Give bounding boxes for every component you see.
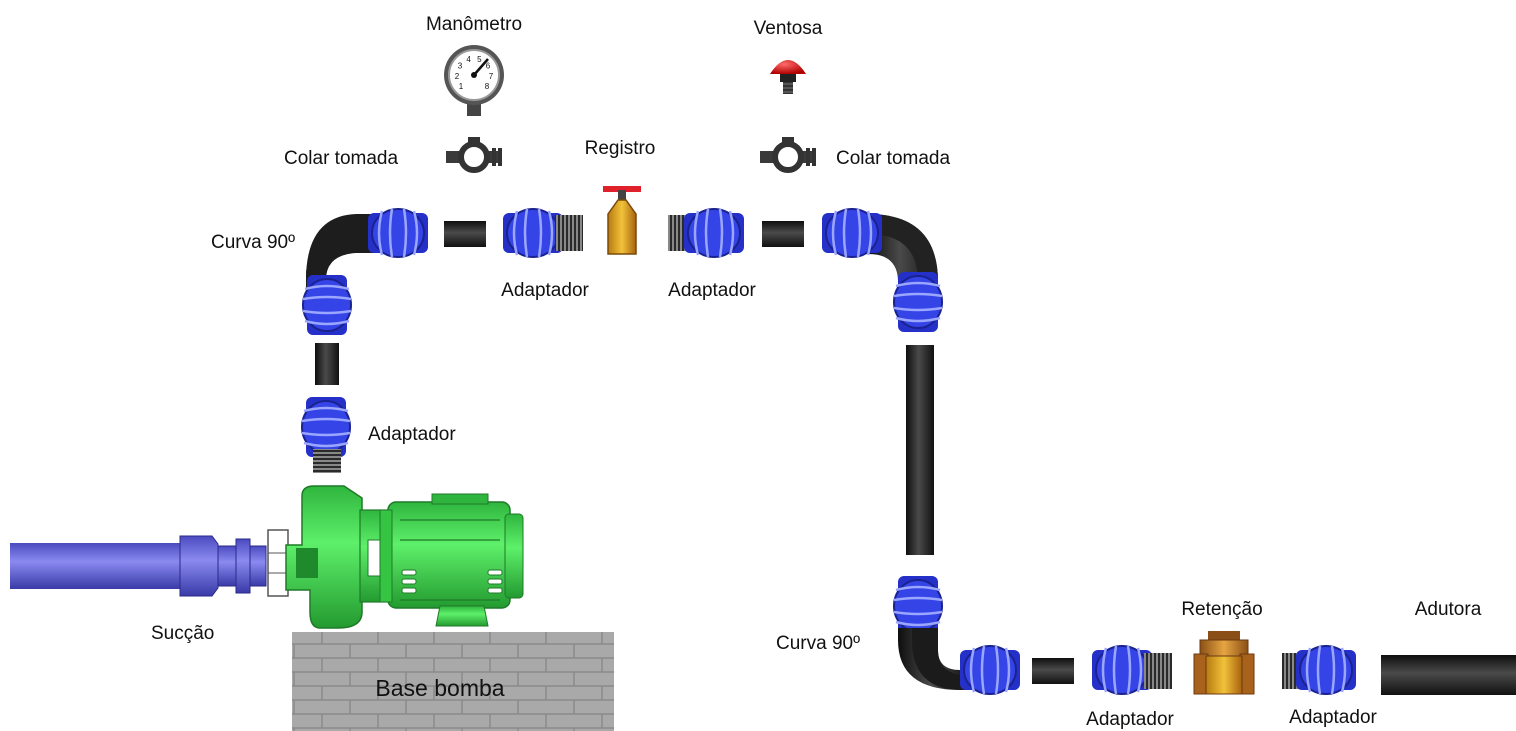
pipe-segment-top-1 [444, 221, 486, 247]
pipe-segment-top-2 [762, 221, 804, 247]
coupling-top-left-h [366, 207, 430, 259]
ventosa-label: Ventosa [754, 18, 823, 39]
coupling-bottom-left-h [958, 644, 1022, 696]
retencao-label: Retenção [1181, 599, 1262, 620]
pipe-segment-right-vertical [906, 345, 934, 555]
curva-90-bottom [898, 628, 972, 690]
colar-tomada-right [760, 137, 816, 170]
pipe-segment-bottom-1 [1032, 658, 1074, 684]
pipe-segment-left-vertical [315, 343, 339, 385]
colar-tomada-left-label: Colar tomada [284, 148, 398, 169]
gauge-number-6: 6 [486, 61, 491, 70]
gauge-number-4: 4 [466, 55, 471, 64]
retencao-valve [1193, 631, 1255, 695]
curva-bottom-label: Curva 90º [776, 633, 860, 654]
adaptador-top-right-label: Adaptador [668, 280, 756, 301]
adaptador-bottom-right-label: Adaptador [1289, 707, 1377, 728]
succao-label: Sucção [151, 623, 214, 644]
coupling-top-left-v [301, 273, 353, 337]
adaptador-top-left-label: Adaptador [501, 280, 589, 301]
gauge-number-8: 8 [485, 82, 490, 91]
curva-top-label: Curva 90º [211, 232, 295, 253]
coupling-top-right-h [820, 207, 884, 259]
manometro-label: Manômetro [426, 14, 522, 35]
registro-label: Registro [585, 138, 656, 159]
gauge-number-5: 5 [477, 55, 482, 64]
motobomba [285, 485, 524, 629]
adutora-label: Adutora [1415, 599, 1482, 620]
colar-tomada-left [446, 137, 502, 170]
colar-tomada-right-label: Colar tomada [836, 148, 950, 169]
gauge-number-7: 7 [489, 72, 494, 81]
adaptador-top-right [668, 207, 746, 259]
coupling-top-right-v [892, 270, 944, 334]
adutora-pipe [1381, 655, 1516, 695]
adaptador-top-left [501, 207, 583, 259]
adaptador-bottom-right [1282, 644, 1358, 696]
base-bomba-label: Base bomba [375, 675, 504, 701]
ventosa-valve [770, 60, 806, 94]
coupling-bottom-left-v [892, 574, 944, 638]
adaptador-bottom-left [1090, 644, 1172, 696]
adaptador-vertical-label: Adaptador [368, 424, 456, 445]
gauge-number-2: 2 [455, 72, 460, 81]
registro-valve [603, 186, 641, 255]
gauge-number-3: 3 [458, 61, 463, 70]
gauge-number-1: 1 [459, 82, 464, 91]
succao-pipe [10, 529, 289, 597]
adaptador-vertical [300, 395, 352, 473]
adaptador-bottom-left-label: Adaptador [1086, 709, 1174, 730]
base-bomba: Base bomba [292, 632, 614, 731]
